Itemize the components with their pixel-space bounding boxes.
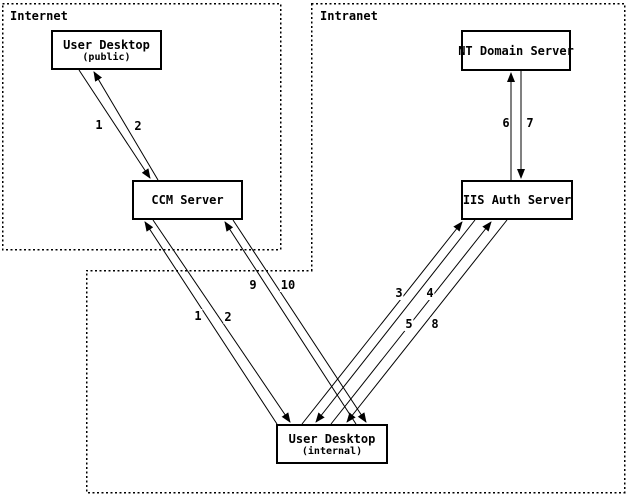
node-user-desktop-public: User Desktop (public) (51, 30, 162, 70)
node-title: User Desktop (288, 431, 376, 446)
edge-label-6: 6 (501, 116, 511, 130)
node-title: IIS Auth Server (462, 193, 572, 207)
edge-label-8: 8 (430, 317, 440, 331)
edge-label-9: 9 (248, 278, 258, 292)
node-iis-auth-server: IIS Auth Server (461, 180, 573, 220)
edge-label-1-public: 1 (94, 118, 104, 132)
intranet-zone-label: Intranet (320, 9, 378, 23)
edge-label-5: 5 (404, 317, 414, 331)
edge-desktop-internal-to-ccm-b (224, 221, 357, 425)
edge-label-4: 4 (425, 286, 435, 300)
edge-desktop-public-to-ccm (78, 69, 151, 179)
node-ccm-server: CCM Server (132, 180, 243, 220)
node-subtitle: (internal) (301, 445, 363, 457)
edge-iis-to-desktop-internal-a (315, 219, 476, 423)
edge-label-3: 3 (394, 286, 404, 300)
edge-label-2-internal: 2 (223, 310, 233, 324)
edge-label-1-internal: 1 (193, 309, 203, 323)
edge-desktop-internal-to-ccm-a (144, 221, 278, 425)
edge-label-2-public: 2 (133, 119, 143, 133)
edge-ccm-to-desktop-internal-b (232, 219, 367, 423)
internet-zone-border (1, 2, 282, 251)
edge-iis-to-desktop-internal-b (346, 219, 508, 423)
edge-ccm-to-desktop-internal-a (152, 219, 291, 423)
node-title: User Desktop (63, 37, 150, 52)
node-title: NT Domain Server (458, 43, 574, 58)
edge-label-7: 7 (525, 116, 535, 130)
node-title: CCM Server (151, 193, 224, 207)
edge-ccm-to-desktop-public (93, 71, 159, 181)
edge-label-10: 10 (279, 278, 297, 292)
node-user-desktop-internal: User Desktop (internal) (276, 424, 388, 464)
edge-desktop-internal-to-iis-a (301, 221, 463, 425)
node-nt-domain-server: NT Domain Server (458, 30, 574, 71)
intranet-zone-border (85, 2, 626, 494)
internet-zone-label: Internet (10, 9, 68, 23)
node-subtitle: (public) (82, 51, 131, 63)
